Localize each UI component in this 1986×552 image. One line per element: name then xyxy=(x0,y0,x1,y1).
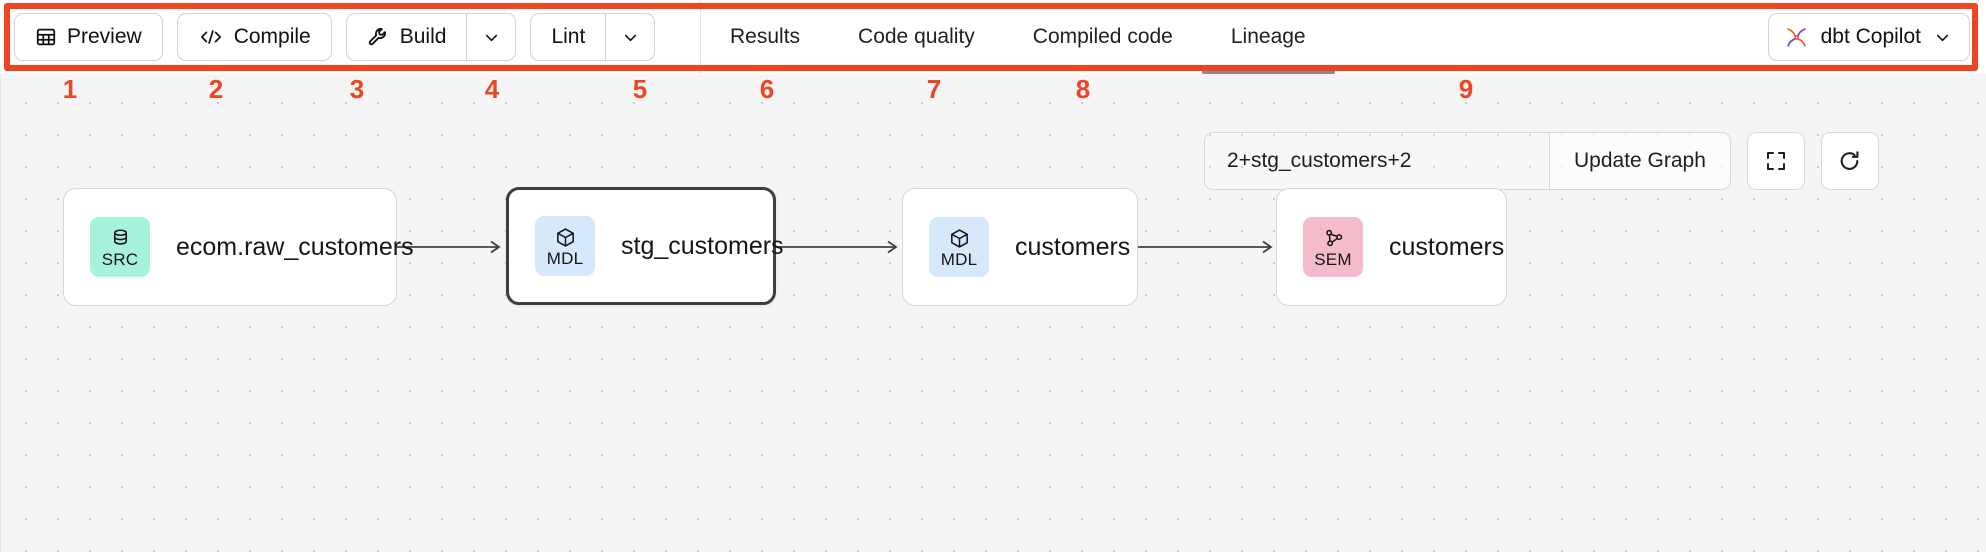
cube-icon xyxy=(554,226,577,249)
tab-results-label: Results xyxy=(730,25,801,48)
node-type-badge-mdl: MDL xyxy=(929,217,989,277)
update-graph-button[interactable]: Update Graph xyxy=(1549,133,1730,189)
tab-code-quality-label: Code quality xyxy=(858,25,975,48)
result-pane-tabs: Results Code quality Compiled code Linea… xyxy=(700,0,1335,74)
lineage-canvas[interactable]: Update Graph xyxy=(0,74,1986,552)
node-selector-input[interactable] xyxy=(1205,133,1549,189)
compile-button-label: Compile xyxy=(233,25,311,48)
wrench-icon xyxy=(367,26,390,49)
lineage-graph-controls: Update Graph xyxy=(1204,132,1879,190)
editor-toolbar: Preview Compile xyxy=(0,0,1986,74)
build-button-label: Build xyxy=(399,25,447,48)
node-label-customers-model: customers xyxy=(1015,232,1131,261)
cube-icon xyxy=(948,227,971,250)
edge-customers-to-semantic xyxy=(1138,240,1273,254)
tab-compiled-code[interactable]: Compiled code xyxy=(1004,0,1202,74)
tab-lineage[interactable]: Lineage xyxy=(1201,0,1335,74)
lineage-node-customers-model[interactable]: MDL customers xyxy=(902,188,1138,306)
lint-dropdown-toggle[interactable] xyxy=(605,14,654,60)
fit-view-button[interactable] xyxy=(1746,132,1805,190)
tab-compiled-code-label: Compiled code xyxy=(1032,25,1173,48)
node-type-badge-mdl: MDL xyxy=(535,216,595,276)
node-type-badge-src: SRC xyxy=(90,217,150,277)
node-label-customers-semantic: customers xyxy=(1389,232,1505,261)
lineage-node-stg-customers[interactable]: MDL stg_customers xyxy=(506,187,784,305)
dbt-copilot-button[interactable]: dbt Copilot xyxy=(1767,13,1970,61)
semantic-graph-icon xyxy=(1322,227,1345,250)
node-label-raw-customers: ecom.raw_customers xyxy=(176,232,414,261)
tab-lineage-label: Lineage xyxy=(1230,25,1306,48)
fullscreen-icon xyxy=(1764,149,1788,173)
node-label-stg-customers: stg_customers xyxy=(621,231,784,260)
table-icon xyxy=(35,26,57,48)
active-tab-indicator xyxy=(1201,69,1335,74)
lint-button[interactable]: Lint xyxy=(531,14,605,60)
build-button[interactable]: Build xyxy=(347,14,467,60)
node-type-label: MDL xyxy=(940,249,978,269)
preview-button[interactable]: Preview xyxy=(14,13,163,61)
node-type-label: SRC xyxy=(101,249,139,269)
chevron-down-icon xyxy=(482,28,501,47)
lint-button-label: Lint xyxy=(551,25,586,48)
chevron-down-icon xyxy=(621,28,640,47)
lint-split-button: Lint xyxy=(530,13,656,61)
build-dropdown-toggle[interactable] xyxy=(466,14,515,60)
code-icon xyxy=(198,26,224,48)
lineage-node-customers-semantic[interactable]: SEM customers xyxy=(1276,188,1507,306)
refresh-icon xyxy=(1837,149,1862,174)
dbt-copilot-label: dbt Copilot xyxy=(1820,25,1921,48)
tab-results[interactable]: Results xyxy=(701,0,829,74)
build-split-button: Build xyxy=(345,13,517,61)
update-graph-label: Update Graph xyxy=(1574,149,1706,172)
node-type-label: SEM xyxy=(1314,249,1352,269)
lineage-node-raw-customers[interactable]: SRC ecom.raw_customers xyxy=(63,188,414,306)
edge-stg-to-customers xyxy=(777,240,898,254)
dbt-copilot-icon xyxy=(1784,25,1809,50)
refresh-graph-button[interactable] xyxy=(1820,132,1879,190)
compile-button[interactable]: Compile xyxy=(176,13,332,61)
toolbar-action-buttons: Preview Compile xyxy=(14,9,656,65)
preview-button-label: Preview xyxy=(67,25,142,48)
node-selector-group: Update Graph xyxy=(1204,132,1731,190)
tab-code-quality[interactable]: Code quality xyxy=(829,0,1004,74)
edge-raw-to-stg xyxy=(397,240,501,254)
node-type-label: MDL xyxy=(546,248,584,268)
database-icon xyxy=(109,227,132,250)
chevron-down-icon xyxy=(1933,28,1952,47)
node-type-badge-sem: SEM xyxy=(1303,217,1363,277)
